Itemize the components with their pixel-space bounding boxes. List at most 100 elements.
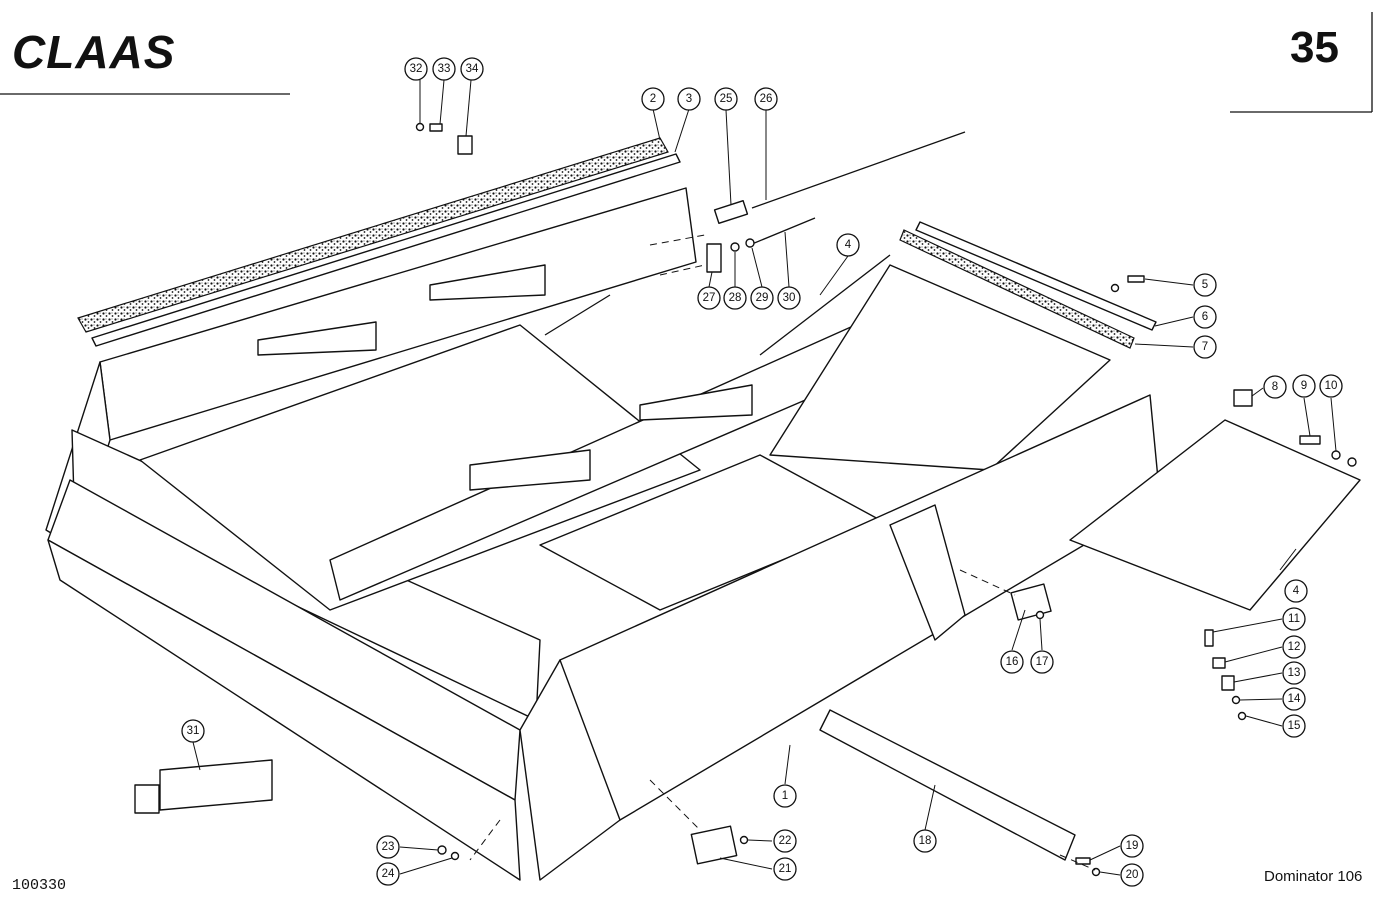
svg-text:34: 34 — [466, 63, 479, 75]
bolt-30 — [751, 217, 816, 245]
svg-text:20: 20 — [1126, 869, 1139, 881]
svg-text:18: 18 — [919, 835, 932, 847]
svg-text:23: 23 — [382, 841, 395, 853]
callout-7[interactable]: 7 — [1193, 335, 1217, 359]
model-name: Dominator 106 — [1264, 868, 1362, 885]
bracket-rear-upper — [429, 264, 546, 301]
washer-24 — [450, 851, 460, 861]
svg-text:4: 4 — [1293, 585, 1300, 597]
washer-5 — [1110, 283, 1120, 293]
callout-2[interactable]: 2 — [641, 87, 665, 111]
callout-13[interactable]: 13 — [1282, 661, 1306, 685]
callout-34[interactable]: 34 — [460, 57, 484, 81]
callout-15[interactable]: 15 — [1282, 714, 1306, 738]
svg-text:7: 7 — [1202, 341, 1208, 353]
callout-1[interactable]: 1 — [773, 784, 797, 808]
rod-26 — [751, 131, 966, 209]
bracket-31 — [159, 759, 273, 811]
nut-15 — [1237, 711, 1247, 721]
rod-rear — [544, 294, 611, 336]
rubber-strip-rear — [77, 137, 669, 333]
callout-23[interactable]: 23 — [376, 835, 400, 859]
callout-8[interactable]: 8 — [1263, 375, 1287, 399]
guide-line-2 — [659, 264, 706, 276]
bolt-19 — [1075, 857, 1091, 865]
callout-14[interactable]: 14 — [1282, 687, 1306, 711]
callout-17[interactable]: 17 — [1030, 650, 1054, 674]
callout-31[interactable]: 31 — [181, 719, 205, 743]
front-beam-base — [47, 539, 521, 881]
callout-21[interactable]: 21 — [773, 857, 797, 881]
svg-text:19: 19 — [1126, 840, 1139, 852]
svg-text:3: 3 — [686, 93, 692, 105]
callout-27[interactable]: 27 — [697, 286, 721, 310]
washer-32 — [415, 122, 425, 132]
callout-24[interactable]: 24 — [376, 862, 400, 886]
washer-14 — [1231, 695, 1241, 705]
callout-22[interactable]: 22 — [773, 829, 797, 853]
svg-text:22: 22 — [779, 835, 792, 847]
callout-9[interactable]: 9 — [1292, 374, 1316, 398]
svg-text:17: 17 — [1036, 656, 1049, 668]
washer-28 — [730, 242, 740, 252]
plate-16 — [1010, 583, 1052, 621]
guide-line-1 — [649, 234, 706, 246]
assembly-drawing — [45, 122, 1361, 881]
svg-text:30: 30 — [783, 292, 796, 304]
bolt-33 — [429, 123, 443, 132]
callout-12[interactable]: 12 — [1282, 635, 1306, 659]
callout-3[interactable]: 3 — [677, 87, 701, 111]
washer-20 — [1091, 867, 1101, 877]
callout-4-right[interactable]: 4 — [1284, 579, 1308, 603]
callout-32[interactable]: 32 — [404, 57, 428, 81]
clip-8 — [1233, 389, 1253, 407]
right-end-plate — [519, 659, 621, 881]
callout-18[interactable]: 18 — [913, 829, 937, 853]
callout-33[interactable]: 33 — [432, 57, 456, 81]
svg-text:32: 32 — [410, 63, 423, 75]
svg-text:16: 16 — [1006, 656, 1019, 668]
svg-text:5: 5 — [1202, 279, 1208, 291]
callout-29[interactable]: 29 — [750, 286, 774, 310]
callout-30[interactable]: 30 — [777, 286, 801, 310]
callout-19[interactable]: 19 — [1120, 834, 1144, 858]
bolt-11 — [1204, 629, 1214, 647]
callout-20[interactable]: 20 — [1120, 863, 1144, 887]
svg-text:12: 12 — [1288, 641, 1301, 653]
callout-5[interactable]: 5 — [1193, 273, 1217, 297]
bolt-5 — [1127, 275, 1145, 283]
svg-text:8: 8 — [1272, 381, 1278, 393]
bolt-17 — [1035, 610, 1045, 620]
washer-10 — [1331, 450, 1341, 460]
svg-text:9: 9 — [1301, 380, 1307, 392]
svg-text:13: 13 — [1288, 667, 1301, 679]
svg-text:15: 15 — [1288, 720, 1301, 732]
trough-panel-left — [139, 324, 701, 611]
callout-4-left[interactable]: 4 — [836, 233, 860, 257]
svg-text:26: 26 — [760, 93, 773, 105]
callout-28[interactable]: 28 — [723, 286, 747, 310]
svg-text:25: 25 — [720, 93, 733, 105]
svg-text:14: 14 — [1288, 693, 1301, 705]
header: CLAAS 35 — [0, 12, 1373, 113]
callout-26[interactable]: 26 — [754, 87, 778, 111]
clip-34 — [457, 135, 473, 155]
callout-11[interactable]: 11 — [1282, 607, 1306, 631]
svg-text:24: 24 — [382, 868, 395, 880]
svg-text:6: 6 — [1202, 311, 1208, 323]
svg-text:33: 33 — [438, 63, 451, 75]
callout-16[interactable]: 16 — [1000, 650, 1024, 674]
svg-text:31: 31 — [187, 725, 200, 737]
callout-25[interactable]: 25 — [714, 87, 738, 111]
guide-line-3 — [959, 569, 1016, 596]
svg-text:4: 4 — [845, 239, 852, 251]
clip-12 — [1212, 657, 1226, 669]
svg-text:27: 27 — [703, 292, 716, 304]
svg-text:29: 29 — [756, 292, 769, 304]
callout-6[interactable]: 6 — [1193, 305, 1217, 329]
bushing-25 — [713, 200, 749, 224]
svg-text:11: 11 — [1288, 613, 1300, 625]
callout-10[interactable]: 10 — [1319, 374, 1343, 398]
bracket-rear-left — [257, 321, 377, 356]
